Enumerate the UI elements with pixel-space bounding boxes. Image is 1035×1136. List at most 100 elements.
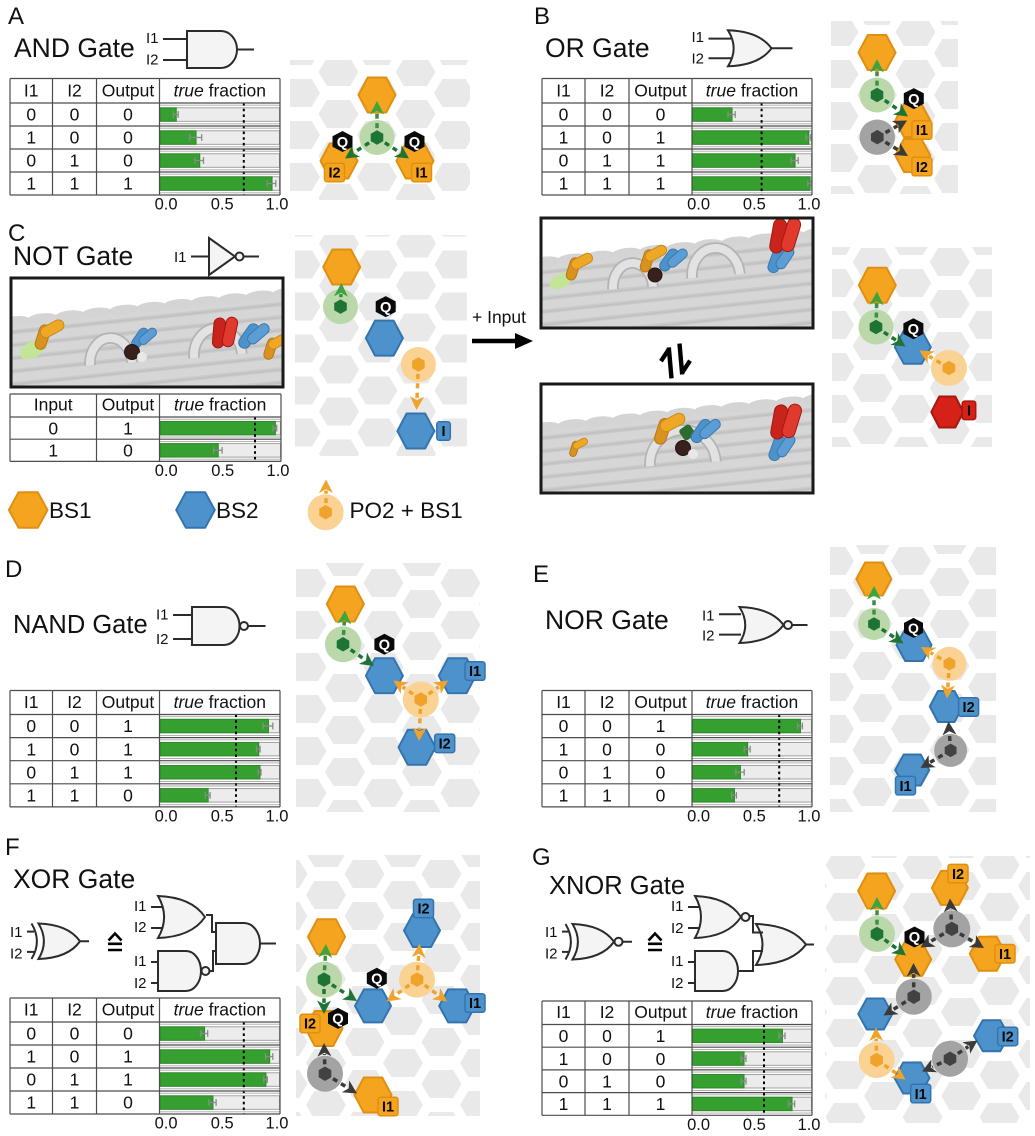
svg-text:I2: I2 xyxy=(671,920,684,937)
svg-text:I2: I2 xyxy=(545,946,558,963)
svg-text:true fraction: true fraction xyxy=(174,1000,266,1020)
svg-text:0: 0 xyxy=(70,716,80,736)
svg-text:1.0: 1.0 xyxy=(266,196,289,214)
svg-text:0: 0 xyxy=(123,105,133,125)
svg-text:0.5: 0.5 xyxy=(211,196,234,214)
svg-text:AND Gate: AND Gate xyxy=(14,33,135,63)
svg-text:Q: Q xyxy=(409,135,420,151)
svg-text:Output: Output xyxy=(634,81,687,101)
svg-text:0: 0 xyxy=(656,739,666,759)
svg-text:I2: I2 xyxy=(67,1000,82,1020)
svg-text:+ Input: + Input xyxy=(472,307,526,327)
svg-text:1: 1 xyxy=(559,174,569,194)
svg-text:1: 1 xyxy=(123,1047,133,1067)
svg-text:I1: I1 xyxy=(382,1100,394,1116)
svg-text:1: 1 xyxy=(602,763,612,783)
svg-text:1.0: 1.0 xyxy=(267,462,290,480)
svg-text:I1: I1 xyxy=(146,30,159,47)
svg-text:0.5: 0.5 xyxy=(743,807,766,825)
svg-text:Output: Output xyxy=(102,395,155,415)
svg-text:1: 1 xyxy=(48,441,58,461)
svg-text:1.0: 1.0 xyxy=(266,1115,289,1132)
svg-text:0: 0 xyxy=(602,128,612,148)
svg-text:0: 0 xyxy=(26,1070,36,1090)
svg-text:1.0: 1.0 xyxy=(798,196,821,214)
svg-text:0.0: 0.0 xyxy=(155,807,178,825)
svg-text:0: 0 xyxy=(559,1026,569,1046)
svg-text:Output: Output xyxy=(634,1002,687,1022)
svg-text:0: 0 xyxy=(123,128,133,148)
svg-text:I2: I2 xyxy=(156,631,169,648)
svg-text:1: 1 xyxy=(26,786,36,806)
svg-text:I2: I2 xyxy=(439,737,451,753)
svg-text:0: 0 xyxy=(70,128,80,148)
svg-text:0: 0 xyxy=(559,716,569,736)
svg-text:0.5: 0.5 xyxy=(211,1115,234,1132)
svg-text:I2: I2 xyxy=(1002,1030,1014,1046)
svg-text:I1: I1 xyxy=(156,607,169,624)
svg-text:I1: I1 xyxy=(469,664,481,680)
svg-text:1.0: 1.0 xyxy=(798,807,821,825)
svg-text:1: 1 xyxy=(70,174,80,194)
svg-text:I1: I1 xyxy=(899,779,911,795)
svg-text:I1: I1 xyxy=(24,1000,39,1020)
svg-text:NAND Gate: NAND Gate xyxy=(13,611,148,639)
svg-text:1: 1 xyxy=(26,174,36,194)
svg-text:1: 1 xyxy=(123,1070,133,1090)
svg-text:0.5: 0.5 xyxy=(743,1116,766,1131)
svg-text:0: 0 xyxy=(656,763,666,783)
svg-text:I2: I2 xyxy=(134,919,147,936)
svg-text:I2: I2 xyxy=(67,692,82,712)
svg-text:I2: I2 xyxy=(600,692,615,712)
svg-text:0: 0 xyxy=(602,716,612,736)
svg-text:I2: I2 xyxy=(67,81,82,101)
svg-text:1: 1 xyxy=(559,739,569,759)
svg-text:0: 0 xyxy=(602,105,612,125)
svg-text:1: 1 xyxy=(656,1094,666,1114)
svg-text:0: 0 xyxy=(26,151,36,171)
svg-text:I: I xyxy=(441,424,445,440)
svg-text:0: 0 xyxy=(656,1049,666,1069)
svg-text:0: 0 xyxy=(70,1047,80,1067)
svg-text:I2: I2 xyxy=(417,902,429,918)
svg-text:0.0: 0.0 xyxy=(155,196,178,214)
svg-text:OR Gate: OR Gate xyxy=(545,33,650,63)
svg-text:1.0: 1.0 xyxy=(798,1116,821,1131)
svg-text:0.5: 0.5 xyxy=(743,196,766,214)
svg-text:0.0: 0.0 xyxy=(155,1115,178,1132)
svg-text:G: G xyxy=(532,844,551,871)
svg-text:1.0: 1.0 xyxy=(266,807,289,825)
svg-text:1: 1 xyxy=(70,1070,80,1090)
svg-text:Output: Output xyxy=(102,692,155,712)
svg-text:Q: Q xyxy=(909,930,920,946)
svg-text:1: 1 xyxy=(123,716,133,736)
svg-text:E: E xyxy=(533,561,549,588)
svg-text:I1: I1 xyxy=(671,953,684,970)
svg-text:1: 1 xyxy=(123,763,133,783)
svg-text:I1: I1 xyxy=(174,249,187,266)
svg-text:I1: I1 xyxy=(10,924,23,941)
svg-text:0: 0 xyxy=(26,1024,36,1044)
svg-text:I2: I2 xyxy=(328,166,340,182)
svg-text:0: 0 xyxy=(70,1024,80,1044)
svg-text:I1: I1 xyxy=(556,1002,571,1022)
svg-text:0: 0 xyxy=(48,418,58,438)
svg-text:0: 0 xyxy=(656,105,666,125)
svg-text:F: F xyxy=(5,834,20,861)
svg-text:1: 1 xyxy=(602,786,612,806)
svg-text:1: 1 xyxy=(70,1093,80,1113)
svg-text:1: 1 xyxy=(656,128,666,148)
svg-text:0: 0 xyxy=(656,786,666,806)
svg-text:1: 1 xyxy=(26,128,36,148)
svg-text:I1: I1 xyxy=(545,924,558,941)
svg-text:XNOR Gate: XNOR Gate xyxy=(549,872,685,900)
svg-text:true fraction: true fraction xyxy=(174,395,266,415)
svg-text:1: 1 xyxy=(602,1094,612,1114)
svg-text:0: 0 xyxy=(602,1049,612,1069)
svg-text:1: 1 xyxy=(559,1094,569,1114)
svg-text:I1: I1 xyxy=(134,898,147,915)
svg-text:1: 1 xyxy=(656,174,666,194)
svg-text:0: 0 xyxy=(123,786,133,806)
svg-text:I: I xyxy=(967,404,971,420)
svg-text:true fraction: true fraction xyxy=(706,692,798,712)
